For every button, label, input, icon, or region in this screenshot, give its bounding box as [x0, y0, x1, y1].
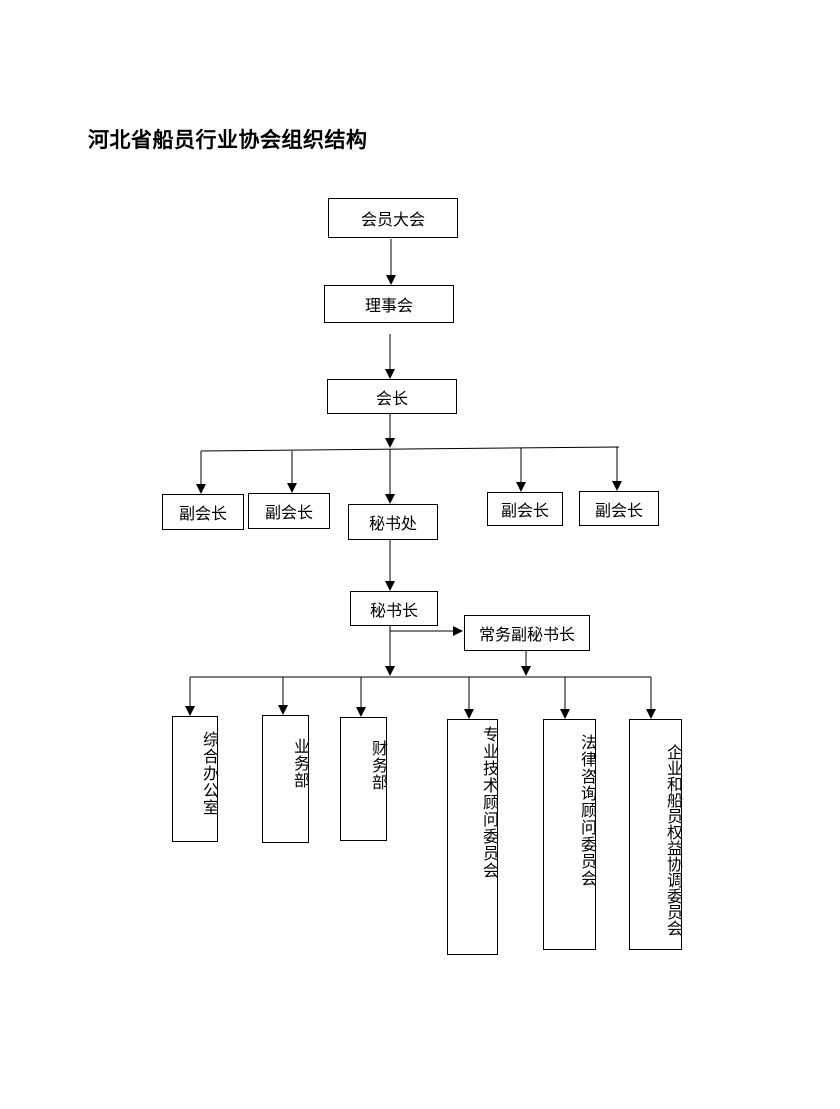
node-label: 常务副秘书长	[478, 625, 575, 644]
node-business-dept: 业务部	[262, 715, 310, 843]
node-exec-deputy-secretary-general: 常务副秘书长	[464, 615, 590, 651]
node-label: 企业和船员权益协调委员会	[664, 744, 683, 936]
node-president: 会长	[327, 379, 457, 414]
node-label: 秘书处	[368, 514, 417, 533]
node-label: 副会长	[178, 504, 227, 523]
node-label: 副会长	[500, 501, 549, 520]
node-label: 秘书长	[369, 600, 418, 620]
node-label: 业务部	[291, 738, 310, 789]
node-label: 会长	[375, 388, 408, 408]
node-council: 理事会	[324, 285, 454, 323]
node-legal-advisory-committee: 法律咨询顾问委员会	[543, 719, 597, 950]
node-general-assembly: 会员大会	[328, 198, 458, 238]
node-label: 理事会	[364, 296, 413, 315]
node-label: 财务部	[369, 740, 388, 791]
node-label: 副会长	[594, 500, 643, 520]
president-bus	[200, 446, 620, 452]
node-secretariat: 秘书处	[348, 504, 438, 540]
node-label: 专业技术顾问委员会	[480, 726, 499, 879]
node-label: 综合办公室	[200, 731, 219, 816]
node-tech-advisory-committee: 专业技术顾问委员会	[447, 719, 499, 955]
node-vice-president-2: 副会长	[248, 493, 330, 529]
page-title: 河北省船员行业协会组织结构	[88, 128, 368, 152]
node-vice-president-4: 副会长	[579, 491, 659, 526]
node-secretary-general: 秘书长	[350, 591, 438, 626]
node-general-office: 综合办公室	[172, 716, 219, 842]
node-rights-coordination-committee: 企业和船员权益协调委员会	[629, 719, 683, 950]
node-label: 会员大会	[360, 210, 425, 229]
node-label: 法律咨询顾问委员会	[578, 734, 597, 887]
node-finance-dept: 财务部	[340, 717, 388, 841]
node-vice-president-1: 副会长	[162, 494, 244, 530]
node-vice-president-3: 副会长	[487, 492, 563, 526]
node-label: 副会长	[264, 503, 313, 522]
